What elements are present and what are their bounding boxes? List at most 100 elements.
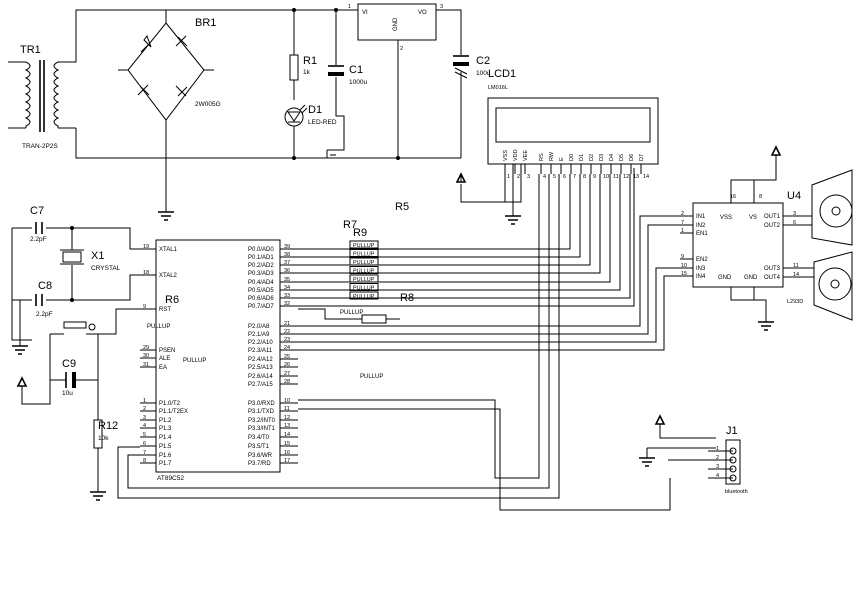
mcu-pin-name: P0.0/AD0 (248, 247, 274, 253)
reset-circuit: C9 10u R12 10k (16, 308, 140, 492)
pullup-p2: PULLUP (360, 374, 383, 380)
pullup-r8: PULLUP (340, 310, 363, 316)
c8-ref: C8 (38, 280, 52, 292)
pullup-rst: PULLUP (147, 324, 170, 330)
mcu-pin-number: 7 (143, 450, 146, 456)
mcu-pin-name: P0.6/AD6 (248, 296, 274, 302)
mcu-pin-number: 19 (143, 244, 149, 250)
c2-ref: C2 (476, 55, 490, 67)
mcu-part: AT89C52 (157, 475, 184, 482)
x1-ref: X1 (91, 250, 104, 262)
mcu-pin-name: P2.3/A11 (248, 348, 273, 354)
mcu-pin-name: P3.4/T0 (248, 435, 270, 441)
mcu-pin-number: 38 (284, 252, 290, 258)
mcu-pin-name: P1.0/T2 (159, 401, 181, 407)
u4-value: L293D (787, 299, 803, 305)
mcu-pin-name: P2.2/A10 (248, 340, 273, 346)
u4-pin-number: 16 (730, 194, 736, 200)
c1-value: 1000u (349, 79, 367, 86)
mcu-pin-name: P3.2/INT0 (248, 418, 276, 424)
c7-ref: C7 (30, 205, 44, 217)
lcd1-value: LM016L (488, 85, 508, 91)
x1-value: CRYSTAL (91, 265, 121, 272)
lcd-pin-name: D2 (589, 154, 595, 161)
u4-pin-name: IN1 (696, 214, 706, 220)
mcu-pin-number: 10 (284, 398, 290, 404)
pullup-psen: PULLUP (183, 358, 206, 364)
mcu-pin-number: 23 (284, 337, 290, 343)
br1-value: 2W005G (195, 101, 221, 108)
mcu-pin-name: P0.4/AD4 (248, 280, 274, 286)
pullup-label: PULLUP (353, 269, 375, 275)
lcd-pin-number: 10 (603, 174, 609, 180)
lcd-pin-number: 3 (527, 174, 530, 180)
lcd-pin-name: VDD (513, 149, 519, 161)
crystal-circuit: C7 2.2pF C8 2.2pF X1 CRYSTAL (11, 205, 140, 341)
mcu-pin-name: P1.1/T2EX (159, 409, 188, 415)
tr1-value: TRAN-2P2S (22, 143, 58, 150)
pullup-label: PULLUP (353, 260, 375, 266)
mcu-pin-number: 29 (143, 345, 149, 351)
r1-value: 1k (303, 69, 311, 76)
pullup-resistor (349, 291, 379, 300)
mcu-pin-number: 25 (284, 354, 290, 360)
br1-ref: BR1 (195, 17, 216, 29)
mcu-pin-number: 6 (143, 441, 146, 447)
p2-to-driver-wires (298, 215, 680, 351)
j1-ref: J1 (726, 425, 738, 437)
mcu-pin-name: XTAL2 (159, 273, 178, 279)
mcu-pin-number: 36 (284, 268, 290, 274)
mcu-pin-number: 12 (284, 415, 290, 421)
lcd-pin-name: D0 (569, 154, 575, 161)
u4-pin-name: OUT1 (764, 214, 781, 220)
j1-value: bluetooth (725, 489, 748, 495)
mcu-pin-name: P1.3 (159, 426, 172, 432)
mcu-pin-number: 5 (143, 432, 146, 438)
lcd-pin-name: RW (549, 151, 555, 161)
u4-pin-name: VSS (720, 215, 732, 221)
mcu-pin-number: 13 (284, 423, 290, 429)
mcu-pin-number: 30 (143, 353, 149, 359)
lcd-pin-name: E (559, 157, 565, 161)
mcu-pin-name: P3.6/WR (248, 453, 273, 459)
mcu-pin-number: 4 (143, 423, 146, 429)
u4-pin-name: EN1 (696, 231, 708, 237)
d1-value: LED-RED (308, 119, 337, 126)
pullup-label: PULLUP (353, 252, 375, 258)
resistor-r8: PULLUP (298, 308, 400, 324)
lcd-pin-name: D7 (639, 154, 645, 161)
pullup-resistor-pack: PULLUPPULLUPPULLUPPULLUPPULLUPPULLUPPULL… (349, 240, 379, 300)
ground-symbol (758, 321, 774, 331)
lcd-pin-name: D5 (619, 154, 625, 161)
u4-pin-number: 8 (759, 194, 762, 200)
j1-pin-number: 1 (716, 446, 719, 452)
lcd-pin-name: D6 (629, 154, 635, 161)
mcu-pin-number: 34 (284, 285, 290, 291)
bridge-rectifier-br1: BR1 2W005G (127, 17, 221, 121)
mcu-pin-number: 16 (284, 450, 290, 456)
resistor-r1: R1 1k (289, 10, 317, 100)
lcd-pin-labels: VSS1VDD2VEE3RS4RW5E6D07D18D29D310D411D51… (503, 149, 649, 180)
j1-pin-number: 3 (716, 464, 719, 470)
mcu-pin-number: 32 (284, 301, 290, 307)
j1-pin-number: 2 (716, 455, 719, 461)
mcu-pin-name: P0.7/AD7 (248, 304, 274, 310)
c1-ref: C1 (349, 64, 363, 76)
j1-pin-contact (729, 447, 737, 455)
u4-pin-number: 2 (681, 211, 684, 217)
pullup-resistor (349, 240, 379, 249)
mcu-pin-number: 26 (284, 362, 290, 368)
lcd-pin-name: D1 (579, 154, 585, 161)
r5-ref: R5 (395, 201, 409, 213)
u4-pin-number: 15 (681, 271, 687, 277)
mcu-pin-number: 39 (284, 244, 290, 250)
c9-ref: C9 (62, 358, 76, 370)
c2-value: 100u (476, 70, 491, 77)
mcu-pin-number: 11 (284, 406, 290, 412)
mcu-pin-number: 31 (143, 362, 149, 368)
lcd-pin-number: 1 (507, 174, 510, 180)
capacitor-c2: C2 100u (453, 55, 491, 79)
ground-symbol (12, 340, 28, 355)
lcd-pin-number: 5 (553, 174, 556, 180)
u4-pin-number: 10 (681, 263, 687, 269)
